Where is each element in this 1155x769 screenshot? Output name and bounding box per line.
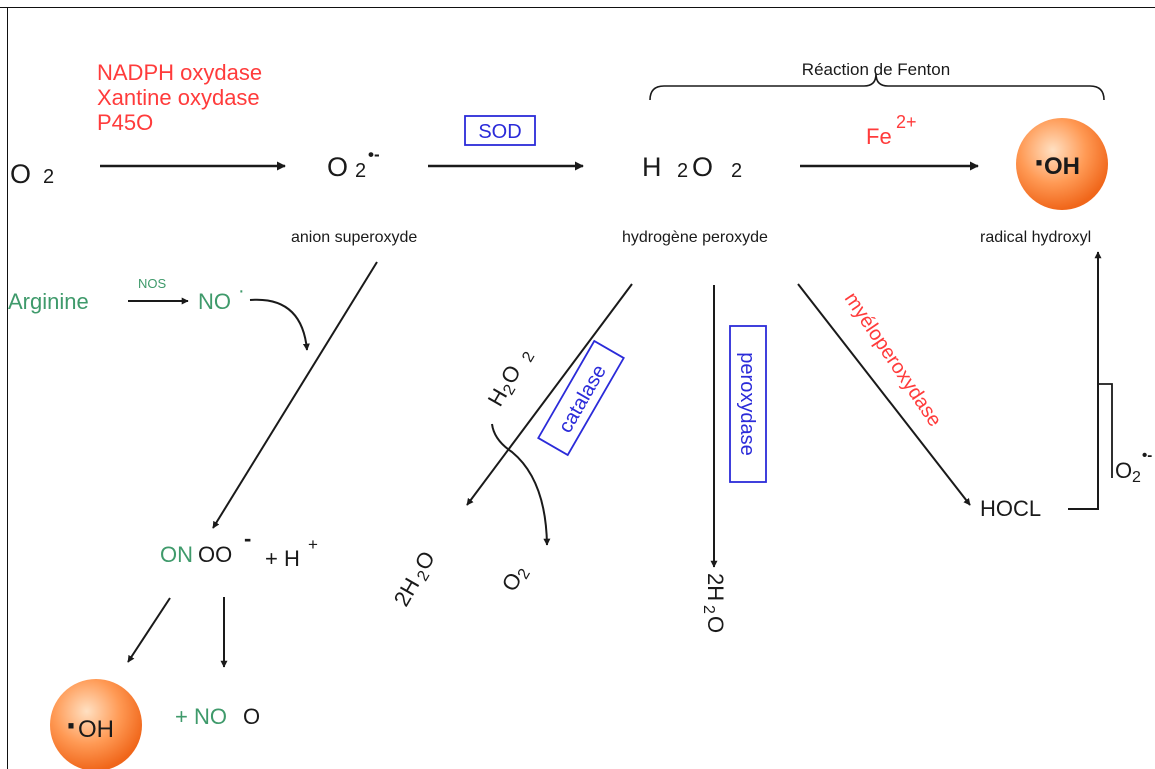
svg-text:2H: 2H bbox=[703, 573, 728, 601]
svg-text:O: O bbox=[243, 704, 260, 729]
hydroxyl-radical-sphere-bottom: · OH bbox=[50, 679, 142, 769]
catalase-box: catalase bbox=[537, 339, 625, 457]
svg-text:+ NO: + NO bbox=[175, 704, 227, 729]
species-noo: + NO O bbox=[175, 704, 260, 729]
arrow-onoo-to-oh bbox=[127, 597, 171, 663]
enzyme-p450: P45O bbox=[97, 110, 153, 135]
o2-bracket bbox=[1098, 383, 1113, 478]
species-o2: O 2 bbox=[10, 159, 54, 189]
svg-text:O: O bbox=[327, 152, 348, 182]
svg-text:OH: OH bbox=[1044, 153, 1080, 180]
svg-text:ON: ON bbox=[160, 542, 193, 567]
svg-text:·: · bbox=[66, 705, 78, 746]
species-no: NO · bbox=[198, 280, 245, 314]
enzyme-nos: NOS bbox=[138, 276, 167, 291]
svg-text:·: · bbox=[238, 280, 245, 302]
enzyme-nadph-oxydase: NADPH oxydase bbox=[97, 60, 262, 85]
svg-text:2: 2 bbox=[731, 160, 742, 182]
arrow-superoxide-to-onoo bbox=[212, 261, 378, 529]
svg-text:-: - bbox=[244, 526, 251, 551]
svg-text:O: O bbox=[496, 361, 526, 388]
svg-text:Fe: Fe bbox=[866, 124, 892, 149]
arrow-hocl-to-oh bbox=[1068, 251, 1102, 510]
svg-text:+ H: + H bbox=[265, 546, 300, 571]
species-h2o2-catalase: H 2 O 2 bbox=[483, 349, 539, 411]
species-h2o2: H 2 O 2 bbox=[642, 152, 742, 182]
hydroxyl-radical-sphere-top: · OH bbox=[1016, 118, 1108, 210]
enzyme-peroxydase: peroxydase bbox=[736, 352, 758, 455]
label-reaction-de-fenton: Réaction de Fenton bbox=[802, 60, 950, 79]
svg-text:2: 2 bbox=[43, 166, 54, 188]
label-radical-hydroxyl: radical hydroxyl bbox=[980, 229, 1091, 246]
svg-text:H: H bbox=[642, 152, 662, 182]
svg-text:•-: •- bbox=[368, 145, 380, 164]
svg-text:O: O bbox=[692, 152, 713, 182]
arrow-h2o2-to-water-catalase bbox=[466, 283, 633, 506]
sod-box bbox=[464, 115, 536, 146]
svg-text:+: + bbox=[308, 535, 318, 554]
species-water-peroxydase: 2H 2 O bbox=[700, 573, 728, 633]
species-o2-superoxide-mpo: O 2 •- bbox=[1115, 447, 1152, 486]
svg-text:2: 2 bbox=[519, 349, 538, 365]
svg-text:2+: 2+ bbox=[896, 112, 917, 132]
svg-text:NO: NO bbox=[198, 289, 231, 314]
enzyme-xantine-oxydase: Xantine oxydase bbox=[97, 85, 260, 110]
arrow-no-curve bbox=[249, 298, 310, 351]
species-arginine: Arginine bbox=[8, 289, 89, 314]
arrow-h2o2-to-hocl bbox=[797, 283, 971, 506]
species-superoxide: O 2 •- bbox=[327, 145, 380, 182]
species-hocl: HOCL bbox=[980, 496, 1041, 521]
svg-text:2: 2 bbox=[700, 605, 717, 614]
label-fe2: Fe 2+ bbox=[866, 112, 917, 149]
svg-text:O: O bbox=[10, 159, 31, 189]
svg-text:OO: OO bbox=[198, 542, 232, 567]
species-water-catalase: 2H 2 O bbox=[389, 547, 440, 611]
fenton-brace bbox=[649, 73, 1105, 101]
svg-text:2: 2 bbox=[355, 160, 366, 182]
peroxydase-box: peroxydase bbox=[729, 325, 767, 483]
arrow-catalase-to-o2 bbox=[491, 423, 551, 546]
svg-text:OH: OH bbox=[78, 716, 114, 743]
svg-text:·: · bbox=[1034, 142, 1046, 183]
svg-text:2: 2 bbox=[1132, 469, 1141, 486]
enzyme-sod: SOD bbox=[478, 121, 521, 143]
species-o2-catalase: O 2 bbox=[497, 566, 534, 596]
svg-text:O: O bbox=[410, 547, 440, 574]
svg-text:O: O bbox=[703, 616, 728, 633]
svg-text:•-: •- bbox=[1142, 447, 1152, 464]
svg-text:O: O bbox=[1115, 458, 1132, 483]
svg-text:2: 2 bbox=[677, 160, 688, 182]
label-hydrogene-peroxyde: hydrogène peroxyde bbox=[622, 229, 768, 246]
label-anion-superoxyde: anion superoxyde bbox=[291, 229, 417, 246]
species-peroxynitrite: ON OO - + H + bbox=[160, 526, 318, 571]
